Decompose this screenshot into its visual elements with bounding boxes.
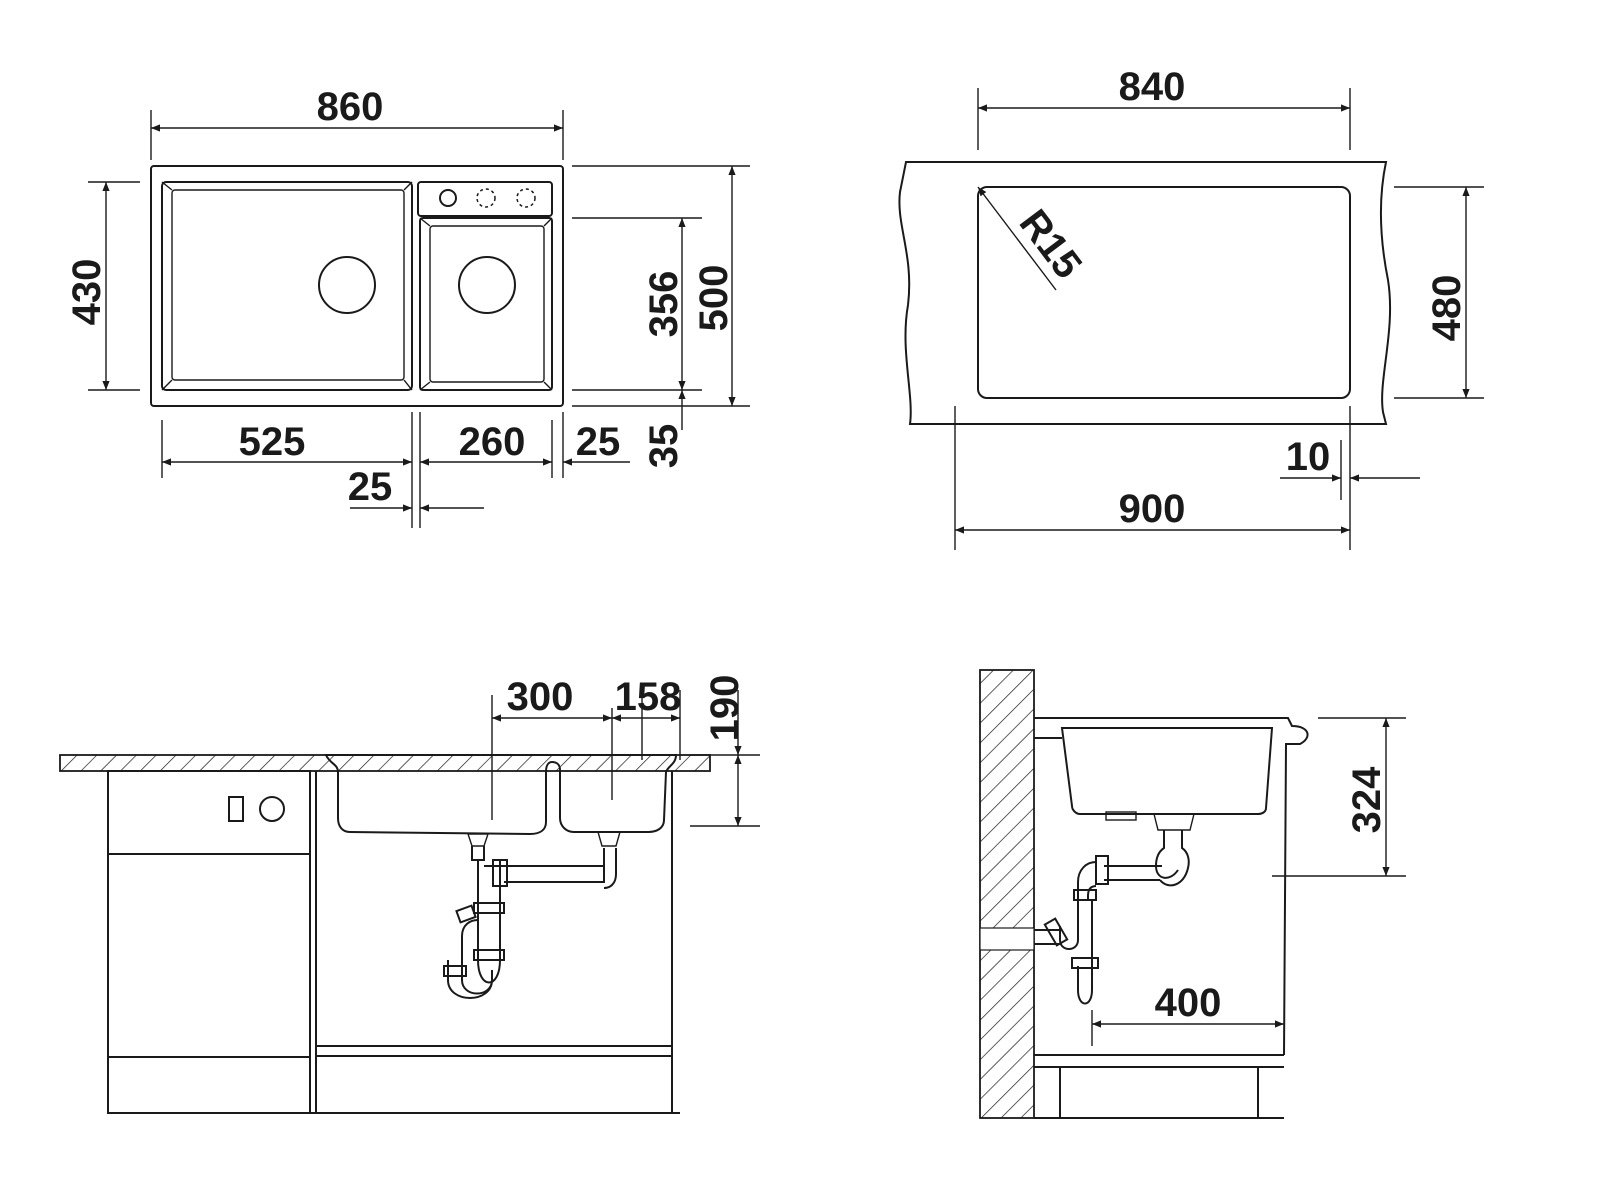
- dim-cabinet-width: 900: [1119, 487, 1186, 531]
- optional-tap-hole-icon: [516, 188, 536, 208]
- dim-small-bowl-width: 260: [459, 420, 526, 464]
- dim-sink-depth: 324: [1345, 766, 1389, 833]
- dim-bowl-depth: 356: [642, 271, 686, 338]
- optional-tap-hole-icon: [476, 188, 496, 208]
- dim-cutout-depth: 480: [1425, 275, 1469, 342]
- dim-front-edge: 35: [642, 424, 686, 469]
- dim-bowl-height: 190: [703, 675, 747, 742]
- dim-overhang: 10: [1286, 435, 1331, 479]
- tap-hole-icon: [439, 189, 457, 207]
- dim-height-overall: 500: [692, 265, 736, 332]
- dim-wall-distance: 400: [1155, 981, 1222, 1025]
- dim-cutout-width: 840: [1119, 65, 1186, 109]
- cutout-view: R15 840 480 900 10: [898, 65, 1484, 550]
- dim-drain-offset: 300: [507, 675, 574, 719]
- dim-height-left: 430: [65, 259, 109, 326]
- side-section: 324 400: [979, 669, 1406, 1119]
- wall: [979, 669, 1035, 1119]
- small-drain-icon: [458, 256, 516, 314]
- main-drain-icon: [318, 256, 376, 314]
- dim-main-bowl-width: 525: [239, 420, 306, 464]
- dim-width-overall: 860: [317, 85, 384, 129]
- switch-icon: [228, 796, 244, 822]
- front-elevation: 300 158 190: [59, 675, 760, 1114]
- knob-icon: [259, 796, 285, 822]
- dim-divider: 25: [348, 465, 393, 509]
- dim-bowl-spacing: 158: [615, 675, 682, 719]
- dim-corner-radius: R15: [1011, 202, 1090, 287]
- dim-right-edge: 25: [576, 420, 621, 464]
- top-view-sink-plan: 860 430 356 500 35 525 260 25 25: [65, 85, 750, 528]
